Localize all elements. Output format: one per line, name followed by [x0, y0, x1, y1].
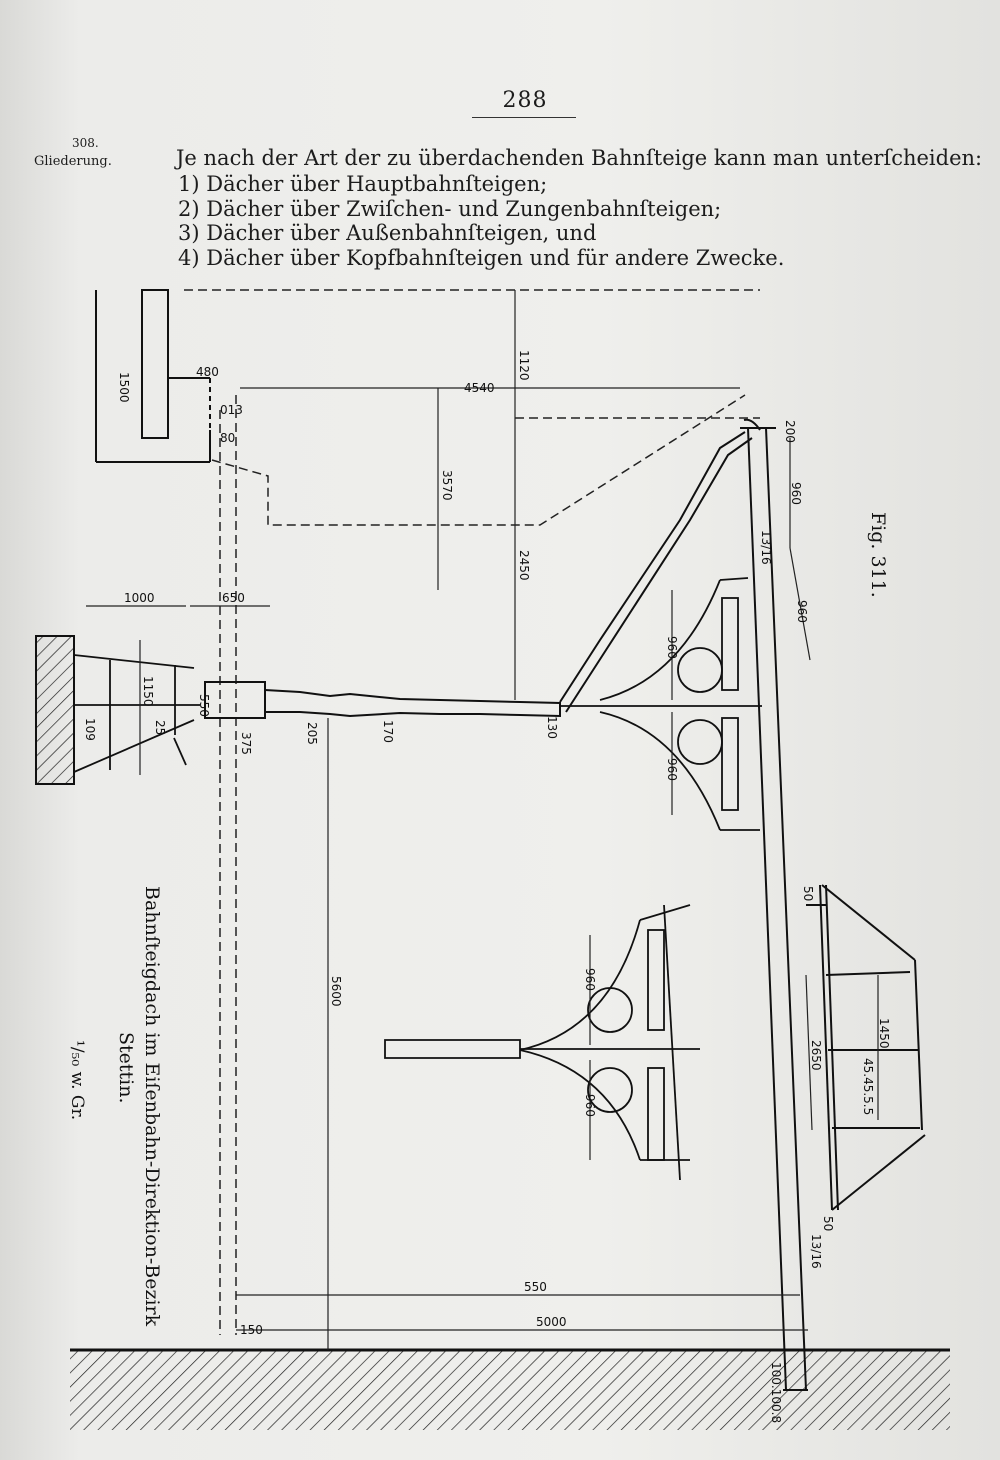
dim-960-a: 960: [789, 482, 803, 505]
side-roof-frame: [806, 884, 926, 1211]
roof-type-list: 1) Dächer über Hauptbahnſteigen; 2) Däch…: [178, 172, 784, 270]
list-item: 2) Dächer über Zwiſchen- und Zungenbahnſ…: [178, 196, 722, 221]
upper-ornamental-bracket: [560, 577, 762, 831]
dim-480: 480: [196, 365, 219, 379]
dim-1000: 1000: [124, 591, 155, 605]
dim-170: 170: [381, 720, 395, 743]
dim-650: 650: [222, 591, 245, 605]
dim-2450: 2450: [517, 550, 531, 581]
margin-section-label: Gliederung.: [34, 154, 112, 169]
dim-960-d: 960: [665, 758, 679, 781]
lower-ornamental-bracket: [384, 904, 700, 1181]
dim-1150: 1150: [141, 676, 155, 707]
margin-section-number: 308.: [72, 136, 99, 150]
dim-375: 375: [239, 732, 253, 755]
dim-013: 013: [220, 403, 243, 417]
dim-2650: 2650: [809, 1040, 823, 1071]
diagonal-strut: [559, 418, 761, 713]
ground-hatching: [70, 1348, 950, 1430]
list-item: 1) Dächer über Hauptbahnſteigen;: [178, 172, 548, 196]
dim-3570: 3570: [440, 470, 454, 501]
dim-45-45-5-5: 45.45.5.5: [861, 1058, 875, 1115]
dim-550-b: 550: [524, 1280, 547, 1294]
dim-25: 25: [153, 720, 167, 735]
wall-block: [35, 635, 75, 785]
dim-5000: 5000: [536, 1315, 567, 1329]
dim-100-100-8: 100.100.8: [769, 1362, 783, 1423]
dim-130: 130: [545, 716, 559, 739]
dim-13-16-a: 13/16: [759, 530, 773, 565]
dim-1450: 1450: [877, 1018, 891, 1049]
dim-550: 550: [197, 694, 211, 717]
dim-960-c: 960: [665, 636, 679, 659]
dim-960-b: 960: [795, 600, 809, 623]
figure-caption: Bahnſteigdach im Eiſenbahn-Direktion-Bez…: [141, 886, 163, 1327]
dim-1500: 1500: [117, 372, 131, 403]
dim-205: 205: [305, 722, 319, 745]
figure-label: Fig. 311.: [867, 512, 889, 598]
dim-960-f: 960: [583, 1094, 597, 1117]
dim-50-b: 50: [821, 1216, 835, 1231]
figure-caption-location: Stettin.: [115, 1032, 137, 1104]
dim-80: 80: [220, 431, 235, 445]
dim-13-16-b: 13/16: [809, 1234, 823, 1269]
dimension-lines: [86, 290, 879, 1350]
dim-1120: 1120: [517, 350, 531, 381]
dim-960-e: 960: [583, 968, 597, 991]
figure-scale: ¹/₅₀ w. Gr.: [67, 1040, 87, 1120]
page-number: 288: [502, 88, 548, 113]
dim-200: 200: [783, 420, 797, 443]
dim-109: 109: [83, 718, 97, 741]
clearance-profile: [184, 289, 760, 1335]
dim-5600: 5600: [329, 976, 343, 1007]
roof-girder: [740, 427, 808, 1391]
station-building-outline: [95, 289, 211, 463]
column: [204, 681, 561, 719]
dim-150: 150: [240, 1323, 263, 1337]
list-item: 4) Dächer über Kopfbahnſteigen und für a…: [178, 245, 785, 270]
dim-50-a: 50: [801, 886, 815, 901]
wall-console: [73, 654, 200, 773]
page-number-rule: [472, 117, 576, 118]
list-item: 3) Dächer über Außenbahnſteigen, und: [178, 221, 597, 245]
intro-text: Je nach der Art der zu überdachenden Bah…: [176, 146, 983, 170]
dim-4540: 4540: [464, 381, 495, 395]
